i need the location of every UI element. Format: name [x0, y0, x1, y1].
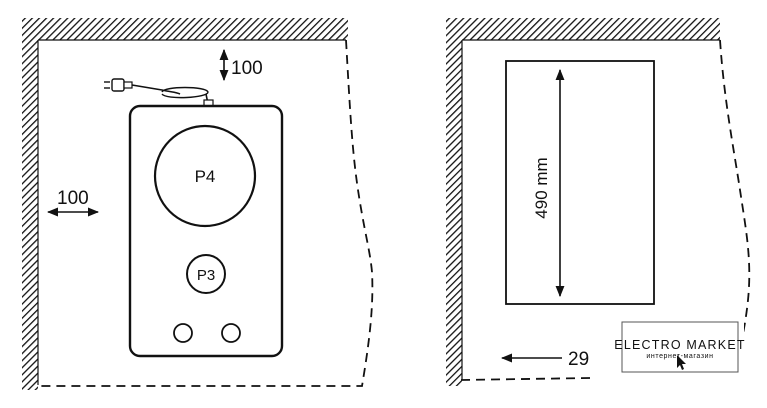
cutout-outline [505, 60, 655, 305]
watermark-brand: ELECTRO MARKET [614, 338, 745, 352]
left-wall-top [22, 18, 348, 40]
control-knob-left [173, 323, 193, 343]
cutout-height-label: 490 mm [532, 157, 551, 218]
burner-large-label: P4 [195, 167, 216, 186]
side-clearance-label: 100 [57, 188, 89, 209]
right-wall-left [446, 18, 462, 386]
cutout-width-label: 29 [568, 349, 589, 370]
top-clearance-label: 100 [231, 58, 263, 79]
burner-small-label: P3 [197, 267, 215, 284]
right-wall-top [446, 18, 720, 40]
watermark-sub: интернет-магазин [646, 353, 713, 360]
electro-market-watermark: ELECTRO MARKET интернет-магазин [592, 320, 745, 376]
control-knob-right [221, 323, 241, 343]
cursor-icon [677, 355, 686, 370]
burner-small [186, 254, 226, 294]
left-worktop-outline [36, 39, 374, 387]
right-panel: 490 mm 29 [446, 18, 751, 386]
right-worktop-outline [459, 39, 751, 381]
left-panel: 100 100 P4 P3 [22, 18, 374, 390]
power-plug-icon [104, 78, 214, 107]
left-wall-left [22, 18, 38, 390]
burner-large [153, 124, 257, 228]
